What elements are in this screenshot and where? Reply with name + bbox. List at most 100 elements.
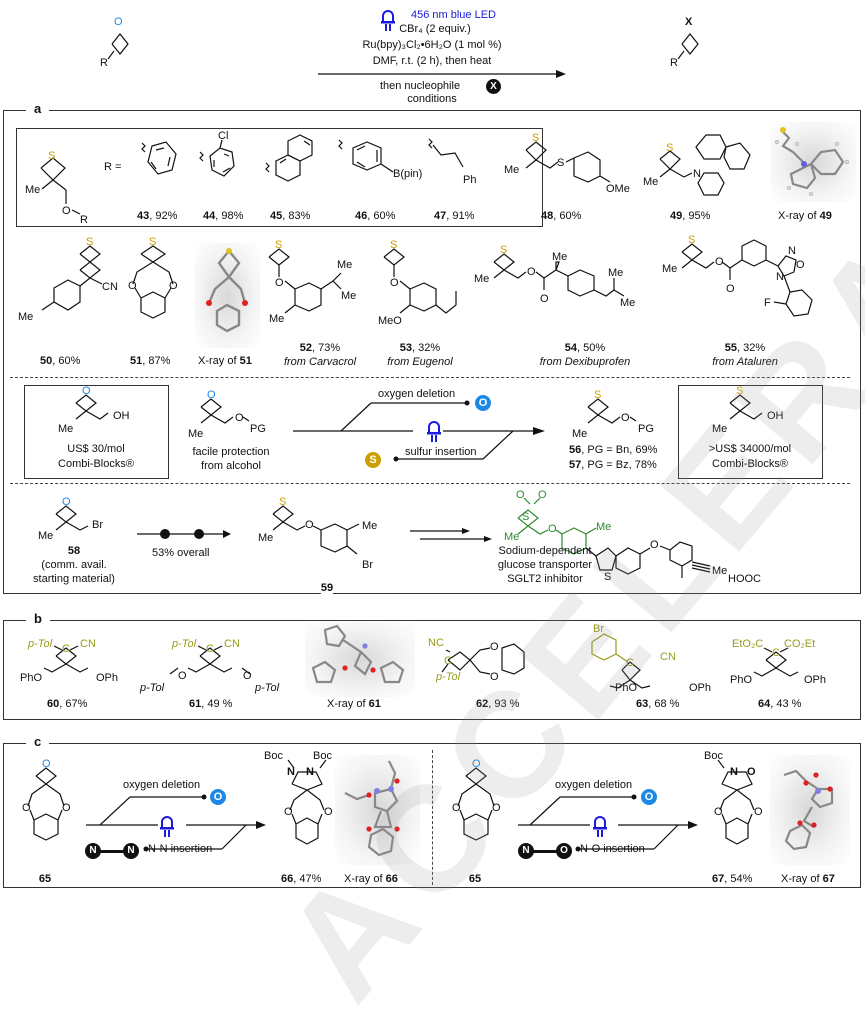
xray-66-image: [335, 755, 420, 865]
start-atom-o: O: [114, 16, 123, 28]
svg-text:O: O: [82, 385, 91, 397]
c63-oph: OPh: [689, 682, 712, 694]
compound-47-label: 47, 91%: [434, 210, 475, 222]
panel-c-tag: c: [26, 734, 50, 749]
compound-53-source: from Eugenol: [387, 356, 453, 368]
svg-text:O: O: [22, 802, 31, 814]
int-59-id: 59: [320, 582, 334, 595]
compound-62-label: 62, 93 %: [476, 698, 520, 710]
svg-text:S: S: [557, 157, 564, 169]
svg-text:O: O: [284, 806, 293, 818]
compound-65-structure-left: O O O: [22, 758, 71, 841]
sulfur-insertion-label: sulfur insertion: [405, 446, 477, 458]
compound-59-structure: S: [272, 496, 360, 555]
no-reagent-icon: N O: [518, 843, 573, 859]
c63-pho: PhO: [615, 682, 638, 694]
two-step-arrow: [137, 529, 231, 539]
svg-text:O: O: [169, 280, 178, 292]
cheap-me: Me: [58, 423, 74, 435]
thietane-core-structure: S Me O R: [25, 150, 88, 226]
svg-text:C: C: [444, 655, 452, 667]
compound-64-label: 64, 43 %: [758, 698, 802, 710]
compound-66-label: 66, 47%: [281, 873, 322, 885]
svg-text:S: S: [86, 236, 93, 248]
svg-text:S: S: [500, 244, 507, 256]
xray-49-label: X-ray of 49: [778, 210, 832, 222]
protected-me: Me: [188, 428, 204, 440]
compound-54-label: 54, 50%: [564, 342, 606, 354]
compound-66-structure: O O: [284, 759, 333, 845]
c66-n-1: N: [287, 766, 295, 778]
product-56-line: 56, PG = Bn, 69%: [569, 444, 658, 456]
sulfur-badge-icon: S: [365, 452, 381, 468]
compound-60-label: 60, 67%: [47, 698, 88, 710]
protected-oxetane-structure: O: [200, 389, 250, 424]
svg-text:S: S: [736, 385, 743, 397]
reagent-2: Ru(bpy)₃Cl₂•6H₂O (1 mol %): [362, 39, 502, 51]
svg-text:S: S: [604, 571, 611, 583]
svg-text:S: S: [522, 511, 529, 523]
svg-text:Me: Me: [643, 176, 658, 188]
start-r: R: [100, 57, 108, 69]
int-59-me2: Me: [362, 520, 378, 532]
protected-thietane-structure: S: [587, 389, 637, 424]
c61-cn: CN: [224, 638, 240, 650]
c64-pho: PhO: [730, 674, 753, 686]
c67-o: O: [747, 766, 756, 778]
svg-text:Me: Me: [620, 297, 635, 309]
compound-51-label: 51, 87%: [130, 355, 171, 367]
protected-note-1: facile protection: [192, 446, 270, 458]
below-arrow-1: then nucleophile: [379, 80, 461, 92]
svg-text:C: C: [62, 643, 70, 655]
sm-58-note-2: starting material): [33, 573, 115, 585]
svg-text:R: R: [80, 214, 88, 226]
multi-step-arrow: [410, 528, 492, 542]
no-insertion-label: N-O insertion: [580, 843, 645, 855]
svg-text:Me: Me: [341, 290, 356, 302]
int-59-me: Me: [258, 532, 274, 544]
oxygen-badge-icon: O: [210, 789, 226, 805]
compound-48-structure: S Me S OMe: [504, 132, 630, 195]
sm-58-me: Me: [38, 530, 54, 542]
nucleophile-x-badge: X: [486, 79, 501, 94]
compound-61-label: 61, 49 %: [189, 698, 233, 710]
drug-name-2: glucose transporter: [497, 559, 593, 571]
svg-text:O: O: [714, 806, 723, 818]
svg-text:O: O: [128, 280, 137, 292]
compound-52-label: 52, 73%: [299, 342, 341, 354]
panel-b: [3, 620, 861, 720]
svg-text:N: N: [788, 245, 796, 257]
xray-51-label: X-ray of 51: [198, 355, 252, 367]
compound-53-label: 53, 32%: [399, 342, 441, 354]
compound-54-source: from Dexibuprofen: [539, 356, 631, 368]
product-pg: PG: [638, 423, 654, 435]
sm-65-left-id: 65: [38, 873, 52, 885]
compound-55-label: 55, 32%: [724, 342, 766, 354]
svg-text:O: O: [275, 277, 284, 289]
oxygen-badge-icon: O: [475, 395, 491, 411]
c61-ptol-left: p-Tol: [140, 682, 165, 694]
svg-text:CN: CN: [102, 281, 118, 293]
oxetane-methanol-structure: O: [75, 385, 109, 420]
c64-eto2c: EtO₂C: [732, 638, 764, 650]
compound-65-structure-right: O O O: [452, 758, 501, 841]
product-o: O: [621, 412, 630, 424]
xray-67-label: X-ray of 67: [781, 873, 835, 885]
c60-ptol: p-Tol: [28, 638, 53, 650]
svg-text:N: N: [693, 168, 701, 180]
xray-61-label: X-ray of 61: [327, 698, 381, 710]
compound-44-label: 44, 98%: [203, 210, 244, 222]
start-oxetane-structure: [107, 33, 129, 60]
xray-67-model: [783, 769, 834, 851]
expensive-me: Me: [712, 423, 728, 435]
svg-text:N: N: [776, 271, 784, 283]
compound-54-structure: S Me O O Me Me Me: [474, 244, 635, 309]
xray-51-model: [206, 248, 248, 333]
xray-66-label: X-ray of 66: [344, 873, 398, 885]
drug-name-3: SGLT2 inhibitor: [507, 573, 583, 585]
svg-text:Me: Me: [18, 311, 33, 323]
sglt2-inhibitor-structure: S O O Me O Me O S Me: [504, 489, 727, 583]
compound-46-label: 46, 60%: [355, 210, 396, 222]
c66-boc-1: Boc: [264, 750, 283, 762]
svg-text:O: O: [516, 489, 525, 501]
